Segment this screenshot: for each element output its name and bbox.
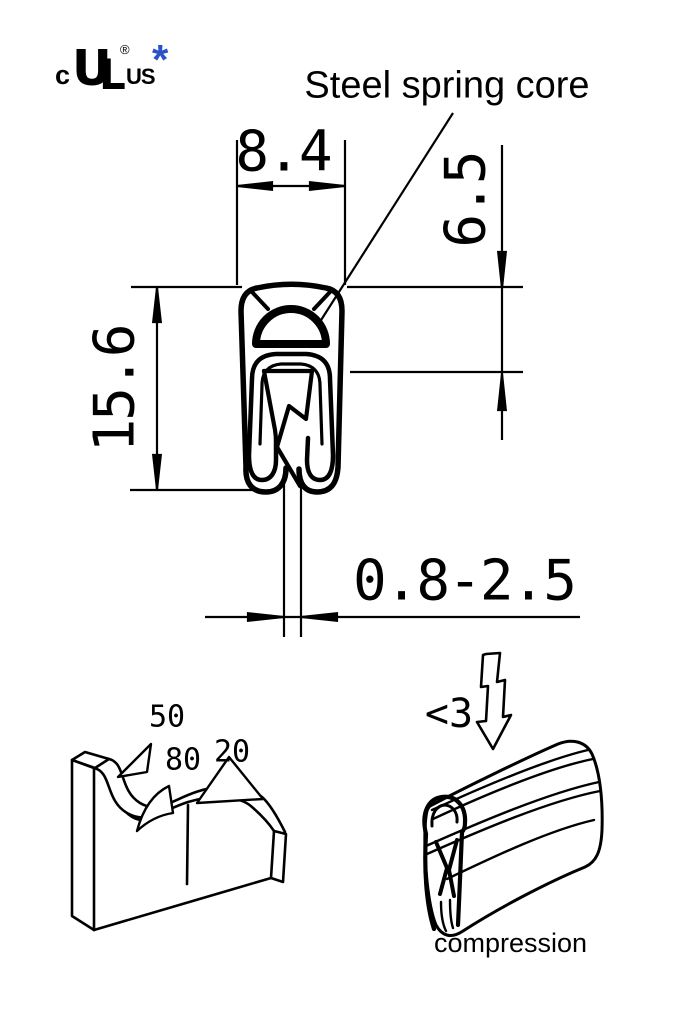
radius-80-label: 80	[164, 742, 202, 778]
strip-back-edge	[107, 757, 287, 834]
strip-bottom-edge	[92, 876, 273, 932]
seal-edge-line-2	[431, 757, 595, 821]
dimension-total-height	[130, 285, 258, 492]
arrow-down-icon	[151, 453, 163, 490]
steel-spring-core-label: Steel spring core	[304, 64, 590, 107]
chamfer-right	[312, 290, 332, 311]
flange-front-face	[70, 758, 96, 932]
arrow-up-icon	[496, 373, 508, 412]
inner-channel	[246, 351, 336, 483]
seal-section-slot-1	[439, 900, 448, 933]
seal-section-bulb-inner	[430, 803, 459, 828]
arrow-right-icon	[246, 611, 284, 623]
seal-section-left-leg	[423, 831, 437, 932]
strip-end-face	[269, 829, 288, 884]
dim-value-grip-range: 0.8-2.5	[352, 548, 577, 614]
seal-edge-line-1	[430, 748, 590, 812]
callout-leader-line	[308, 112, 454, 340]
seal-edge-line-5	[445, 818, 596, 881]
compression-sketch	[422, 651, 604, 938]
chamfer-left	[250, 290, 270, 311]
arrow-down-icon	[496, 250, 508, 289]
arrow-left-icon	[237, 180, 274, 192]
profile-cross-section	[238, 281, 345, 495]
strip-front-edge	[92, 766, 276, 833]
seal-section-right-leg	[455, 829, 465, 928]
radius-80-arrow-icon	[135, 784, 175, 833]
spring-core-dome	[252, 305, 330, 348]
arrow-right-icon	[308, 180, 345, 192]
arrow-left-icon	[301, 611, 339, 623]
seal-section-slot-2	[448, 898, 455, 930]
dim-value-top-width: 8.4	[235, 119, 332, 185]
ul-mark-u: U	[72, 40, 112, 97]
star-icon: *	[152, 36, 169, 83]
radius-50-arrow-icon	[116, 742, 153, 779]
strip-crease	[185, 803, 190, 886]
grip-lips	[261, 368, 315, 489]
dimension-core-height	[347, 145, 523, 440]
compression-label: compression	[434, 928, 588, 958]
seal-body-outline	[423, 739, 604, 938]
radius-20-arrow-icon	[195, 755, 265, 805]
radius-20-label: 20	[213, 734, 251, 770]
arrow-up-icon	[151, 287, 163, 324]
profile-outer-contour	[238, 281, 345, 495]
ul-mark-c: c	[55, 60, 71, 90]
dimension-top-width	[235, 140, 347, 285]
grip-lips-2	[261, 368, 280, 450]
seal-section-bulb	[422, 794, 468, 837]
seal-edge-line-3	[424, 780, 601, 848]
seal-section-lip-2	[447, 838, 459, 898]
dim-value-total-height: 15.6	[82, 325, 148, 453]
radius-50-label: 50	[148, 699, 186, 735]
bend-radii-sketch	[70, 742, 288, 932]
compression-arrow-icon	[475, 651, 513, 751]
registered-icon: ®	[120, 42, 130, 57]
dim-value-core-height: 6.5	[433, 152, 499, 248]
compression-limit-label: <3	[424, 691, 474, 737]
ul-mark-us: US	[126, 64, 156, 89]
seal-edge-line-4	[425, 789, 602, 856]
ul-mark-l: L	[99, 50, 126, 99]
dimension-grip-range	[205, 480, 580, 637]
seal-section-lip-1	[434, 840, 449, 896]
